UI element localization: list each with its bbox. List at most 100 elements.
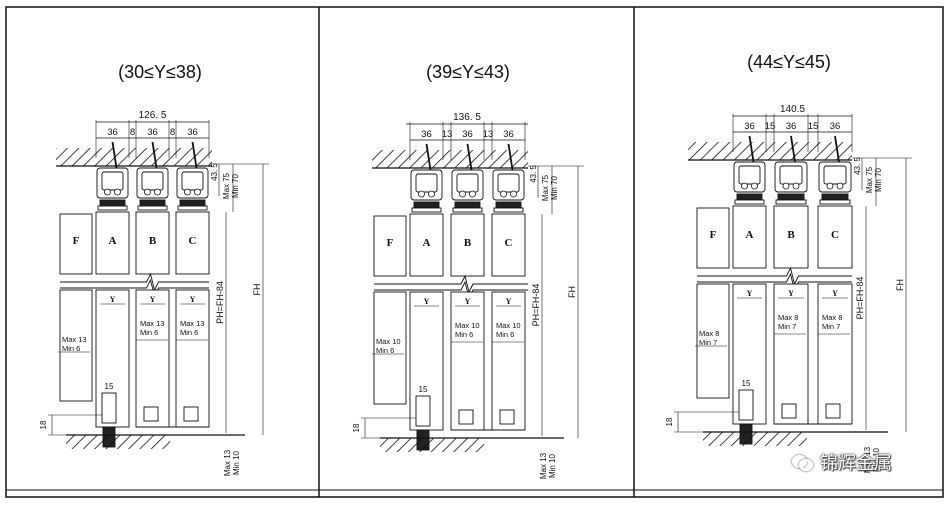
hanger-plate <box>734 199 765 205</box>
fixed-panel-f <box>696 207 730 269</box>
bottom-height-label: 18 <box>352 423 361 432</box>
door-label: A <box>746 229 754 241</box>
range-title: (39≤Y≤43) <box>426 62 510 82</box>
door-panel <box>732 205 767 269</box>
segment-width-label: 13 <box>483 129 494 140</box>
total-width-label: 136. 5 <box>453 112 481 123</box>
roller-carriage <box>456 173 479 193</box>
roller-carriage <box>779 165 803 185</box>
gap-min-label: Min 6 <box>376 346 394 355</box>
bottom-height-label: 18 <box>39 420 48 429</box>
guide-width-label: 15 <box>419 385 428 394</box>
max-top-label: Max 75 <box>541 174 550 201</box>
y-label: Y <box>424 297 430 306</box>
guide-width-label: 15 <box>105 382 114 391</box>
gap-min-label: Min 7 <box>699 338 717 347</box>
roller-carriage <box>101 171 124 191</box>
hanger-bracket <box>413 201 440 209</box>
hanger-bracket <box>821 193 849 201</box>
y-label: Y <box>788 289 794 298</box>
fixing-screw <box>191 141 198 169</box>
bottom-guide-b <box>143 406 159 422</box>
break-line <box>60 272 209 292</box>
gap-max-label: Max 13 <box>62 335 87 344</box>
roller-carriage <box>181 171 204 191</box>
segment-width-label: 36 <box>107 127 118 138</box>
gap-max-label: Max 10 <box>455 321 480 330</box>
gap-max-label: Max 10 <box>496 321 521 330</box>
y-label: Y <box>150 295 156 304</box>
door-panel <box>491 213 526 277</box>
fh-label: FH <box>567 286 577 298</box>
fixing-screw <box>748 135 755 163</box>
fixed-panel-f <box>373 215 407 277</box>
fixing-screw <box>425 143 432 171</box>
roller-wheel <box>418 190 425 198</box>
door-label: A <box>423 237 431 249</box>
segment-width-label: 36 <box>187 127 198 138</box>
gap-min-label: Min 6 <box>180 328 198 337</box>
bottom-guide-c <box>183 406 199 422</box>
y-label: Y <box>832 289 838 298</box>
watermark-text: 锦辉金属 <box>820 453 892 474</box>
outer-frame <box>5 6 944 498</box>
gap-max-label: Max 10 <box>376 337 401 346</box>
gap-min-label: Min 6 <box>62 344 80 353</box>
bottom-height-label: 18 <box>665 417 674 426</box>
range-title: (44≤Y≤45) <box>747 52 831 72</box>
guide-width-label: 15 <box>742 379 751 388</box>
fixing-screw <box>790 135 796 163</box>
ceiling-hatch <box>372 150 528 168</box>
fixing-screw <box>111 141 118 169</box>
door-panel-lower <box>135 289 170 428</box>
gap-min-label: Min 6 <box>140 328 158 337</box>
segment-width-label: 36 <box>744 121 755 132</box>
hanger-bracket <box>454 201 481 209</box>
roller-carriage <box>497 173 520 193</box>
door-label: C <box>505 237 513 249</box>
roller-wheel <box>741 182 748 190</box>
fixing-screw <box>834 135 840 163</box>
door-panel <box>135 211 170 275</box>
hanger-plate <box>819 199 851 205</box>
gap-min-label: Min 6 <box>496 330 514 339</box>
gap-min-label: Min 7 <box>778 322 796 331</box>
gap-max-label: Max 13 <box>180 319 205 328</box>
hanger-plate <box>411 207 442 213</box>
roller-wheel <box>792 182 800 190</box>
hanger-bracket <box>139 199 166 207</box>
watermark: 锦辉金属 <box>792 450 892 474</box>
door-panel <box>175 211 210 275</box>
min-bottom-label: Min 10 <box>548 453 557 478</box>
segment-width-label: 36 <box>786 121 797 132</box>
segment-width-label: 36 <box>830 121 841 132</box>
ceiling-hatch <box>688 142 852 160</box>
hanger-bracket <box>736 193 763 201</box>
rail-height-label: 43. 5 <box>529 165 538 183</box>
hanger-bracket <box>179 199 206 207</box>
roller-wheel <box>751 182 758 190</box>
ph-label: PH=FH-84 <box>855 277 865 320</box>
segment-width-label: 36 <box>147 127 158 138</box>
max-bottom-label: Max 13 <box>863 446 872 473</box>
hanger-bracket <box>777 193 805 201</box>
bottom-guide-c <box>825 403 841 419</box>
max-top-label: Max 75 <box>222 172 231 199</box>
roller-wheel <box>782 182 790 190</box>
roller-wheel <box>114 188 121 196</box>
segment-width-label: 13 <box>442 129 453 140</box>
fixing-screw <box>466 143 473 171</box>
max-bottom-label: Max 13 <box>539 452 548 479</box>
bottom-guide-b <box>458 409 474 425</box>
roller-carriage <box>141 171 164 191</box>
fixed-panel-f <box>59 213 93 275</box>
door-label: A <box>109 235 117 247</box>
roller-wheel <box>500 190 507 198</box>
door-label: C <box>189 235 197 247</box>
roller-wheel <box>510 190 517 198</box>
wechat-icon <box>792 453 814 471</box>
door-panel-lower <box>773 283 809 425</box>
total-width-label: 126. 5 <box>139 110 167 121</box>
